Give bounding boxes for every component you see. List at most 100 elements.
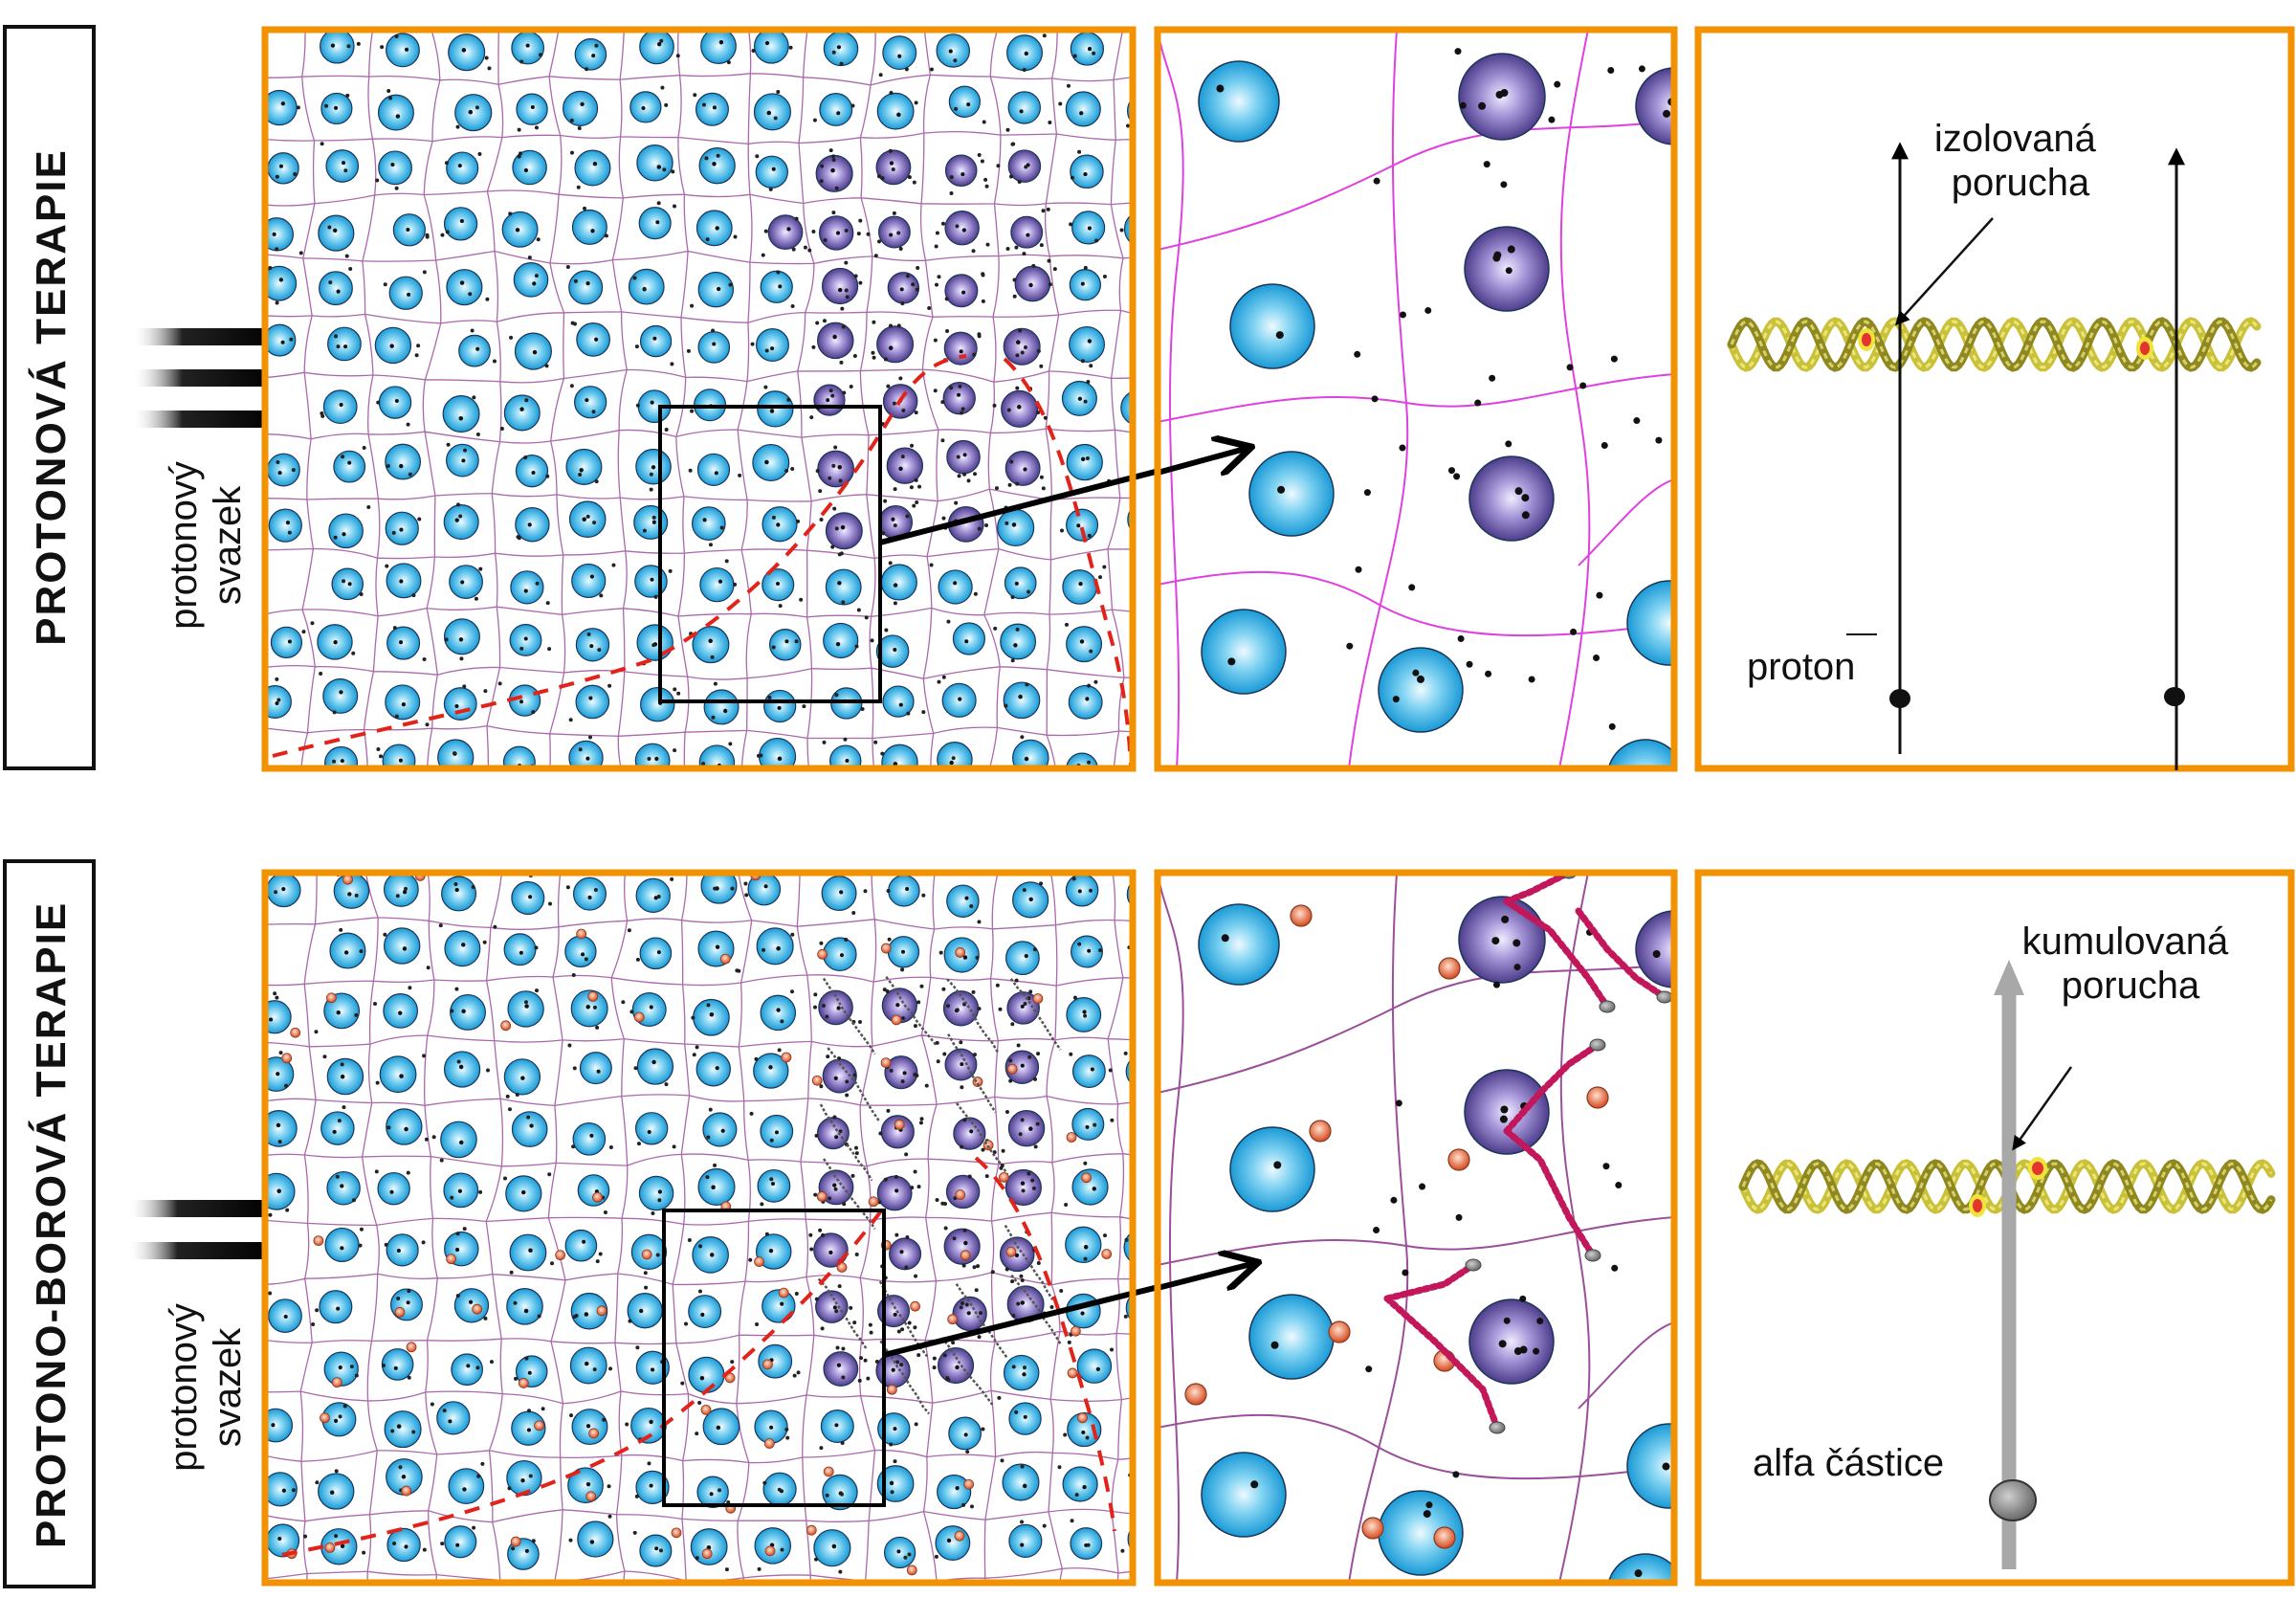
healthy-nucleus xyxy=(446,269,483,306)
zoom-box xyxy=(662,1209,886,1507)
healthy-nucleus xyxy=(386,1527,421,1563)
healthy-nucleus xyxy=(503,933,537,966)
particle-label: proton xyxy=(1747,646,1855,688)
cell-membrane xyxy=(1158,1413,1674,1480)
healthy-nucleus xyxy=(513,262,549,298)
healthy-nucleus xyxy=(512,149,547,186)
healthy-nucleus xyxy=(1065,873,1099,907)
healthy-nucleus xyxy=(386,626,421,660)
healthy-nucleus xyxy=(265,323,297,357)
damaged-nucleus xyxy=(877,215,911,249)
svg-text:protonový: protonový xyxy=(163,461,205,630)
boron-atom xyxy=(894,1119,905,1130)
healthy-nucleus xyxy=(510,570,544,605)
damaged-nucleus xyxy=(767,214,804,250)
healthy-nucleus xyxy=(755,1592,787,1598)
healthy-nucleus xyxy=(938,569,973,605)
alpha-track-mini xyxy=(946,978,1000,1054)
damage-mark xyxy=(1858,328,1875,351)
svg-text:svazek: svazek xyxy=(207,485,249,605)
boron-atom xyxy=(1290,904,1313,927)
boron-atom xyxy=(313,1235,324,1247)
boron-atom xyxy=(700,1404,712,1415)
boron-atom xyxy=(510,1536,521,1547)
boron-atom xyxy=(781,1052,792,1063)
healthy-nucleus xyxy=(752,443,790,481)
boron-atom xyxy=(891,1014,902,1026)
damaged-nucleus xyxy=(942,990,980,1027)
healthy-nucleus xyxy=(379,805,414,840)
healthy-nucleus xyxy=(821,876,857,912)
healthy-nucleus xyxy=(880,1593,915,1598)
healthy-nucleus xyxy=(1062,1466,1098,1502)
healthy-nucleus xyxy=(327,326,362,362)
healthy-nucleus xyxy=(443,207,478,241)
damaged-nucleus xyxy=(825,512,863,550)
boron-atom xyxy=(324,1542,336,1553)
healthy-nucleus xyxy=(753,93,791,131)
cell-membrane xyxy=(1558,873,1591,1583)
helium-nucleus xyxy=(1489,1421,1506,1434)
healthy-nucleus xyxy=(699,566,735,603)
healthy-nucleus xyxy=(574,149,611,187)
healthy-nucleus xyxy=(270,626,303,658)
tissue-panel xyxy=(261,869,1255,1598)
boron-atom xyxy=(446,1254,456,1265)
healthy-nucleus xyxy=(575,684,610,720)
healthy-nucleus xyxy=(328,513,364,549)
healthy-nucleus xyxy=(511,31,545,65)
boron-atom xyxy=(394,1306,406,1318)
healthy-nucleus xyxy=(436,1401,471,1435)
damage-label: izolovaná porucha xyxy=(1934,118,2107,204)
healthy-nucleus xyxy=(1248,451,1335,537)
boron-atom xyxy=(596,1305,607,1317)
healthy-nucleus xyxy=(442,395,480,433)
helium-nucleus xyxy=(1584,1249,1601,1262)
healthy-nucleus xyxy=(639,1534,673,1567)
boron-atom xyxy=(500,1020,512,1032)
boron-atom xyxy=(1309,1120,1332,1143)
healthy-nucleus xyxy=(514,1592,546,1598)
healthy-nucleus xyxy=(383,873,419,907)
helium-nucleus xyxy=(1465,1258,1482,1272)
boron-atom xyxy=(342,874,353,885)
healthy-nucleus xyxy=(760,270,793,303)
healthy-nucleus xyxy=(443,1051,481,1088)
healthy-nucleus xyxy=(639,802,673,835)
healthy-nucleus xyxy=(695,92,729,126)
healthy-nucleus xyxy=(1120,390,1133,426)
boron-atom xyxy=(906,1565,917,1576)
boron-atom xyxy=(763,1438,775,1449)
boron-atom xyxy=(719,953,731,965)
healthy-nucleus xyxy=(563,805,597,838)
healthy-nucleus xyxy=(1071,1107,1105,1141)
healthy-nucleus xyxy=(261,1590,292,1598)
alpha-track-mini xyxy=(817,1277,869,1351)
healthy-nucleus xyxy=(952,622,986,655)
healthy-nucleus xyxy=(568,740,604,768)
healthy-nucleus xyxy=(1071,935,1103,968)
damaged-nucleus xyxy=(813,1232,849,1268)
healthy-nucleus xyxy=(627,1293,663,1329)
healthy-nucleus xyxy=(1201,609,1287,695)
healthy-nucleus xyxy=(1069,269,1101,301)
healthy-nucleus xyxy=(1008,1523,1043,1558)
healthy-nucleus xyxy=(1198,60,1280,143)
healthy-nucleus xyxy=(699,802,733,835)
dna-panel: izolovaná porucha proton xyxy=(1694,26,2295,772)
healthy-nucleus xyxy=(1066,626,1103,663)
helium-nucleus xyxy=(1589,1038,1606,1052)
healthy-nucleus xyxy=(331,567,364,601)
healthy-nucleus xyxy=(819,93,853,126)
boron-atom xyxy=(472,1303,483,1315)
alpha-track xyxy=(1383,1295,1501,1432)
healthy-nucleus xyxy=(760,994,797,1032)
healthy-nucleus xyxy=(639,30,674,65)
zoom-panel xyxy=(1154,26,1678,772)
healthy-nucleus xyxy=(443,503,479,541)
alpha-track-mini xyxy=(947,1033,997,1113)
particle-label: alfa částice xyxy=(1753,1442,1944,1484)
healthy-nucleus xyxy=(700,1589,732,1598)
damaged-nucleus xyxy=(943,331,978,366)
boron-atom xyxy=(592,1191,603,1203)
